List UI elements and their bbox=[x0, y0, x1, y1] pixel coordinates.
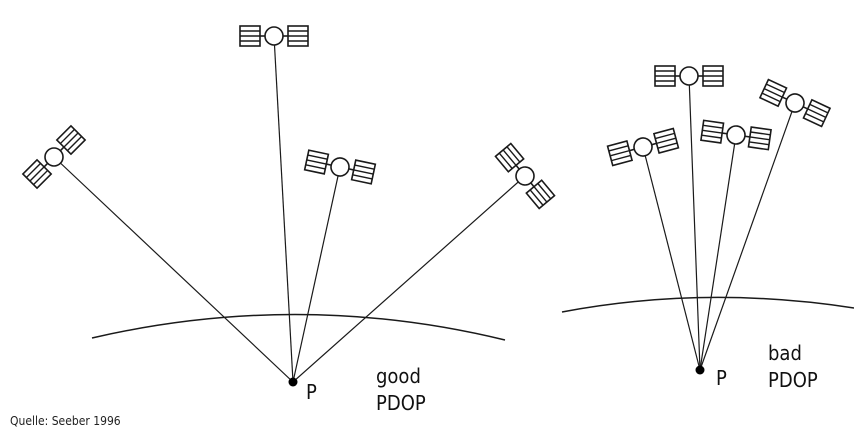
satellite-icon bbox=[606, 127, 680, 167]
signal-line bbox=[53, 156, 294, 383]
left-point-label: P bbox=[306, 380, 317, 404]
satellite-icon bbox=[239, 25, 309, 47]
right-point-label: P bbox=[716, 366, 727, 390]
source-caption: Quelle: Seeber 1996 bbox=[10, 414, 121, 428]
left-quality-label: good PDOP bbox=[376, 363, 426, 417]
right-quality-word: bad bbox=[768, 341, 802, 365]
earth-horizon-right bbox=[561, 296, 854, 313]
signal-line bbox=[642, 146, 701, 371]
right-quality-label: bad PDOP bbox=[768, 340, 818, 394]
left-quality-word: good bbox=[376, 364, 421, 388]
signal-line bbox=[273, 35, 294, 383]
earth-horizon-left bbox=[91, 313, 506, 341]
satellite-icon bbox=[22, 125, 86, 189]
satellite-icon bbox=[654, 65, 724, 87]
satellite-icon bbox=[759, 78, 831, 128]
signal-line bbox=[699, 102, 796, 371]
right-pdop-word: PDOP bbox=[768, 368, 818, 392]
left-pdop-word: PDOP bbox=[376, 391, 426, 415]
signal-line bbox=[688, 75, 701, 371]
signal-line bbox=[292, 175, 526, 383]
satellite-icon bbox=[494, 142, 556, 210]
satellite-icon bbox=[700, 119, 772, 151]
observer-point-icon bbox=[288, 377, 298, 387]
right-panel bbox=[561, 65, 854, 375]
left-panel bbox=[22, 25, 556, 387]
satellite-icon bbox=[303, 149, 377, 185]
signal-line bbox=[699, 134, 737, 371]
observer-point-icon bbox=[695, 365, 705, 375]
signal-line bbox=[292, 166, 341, 383]
